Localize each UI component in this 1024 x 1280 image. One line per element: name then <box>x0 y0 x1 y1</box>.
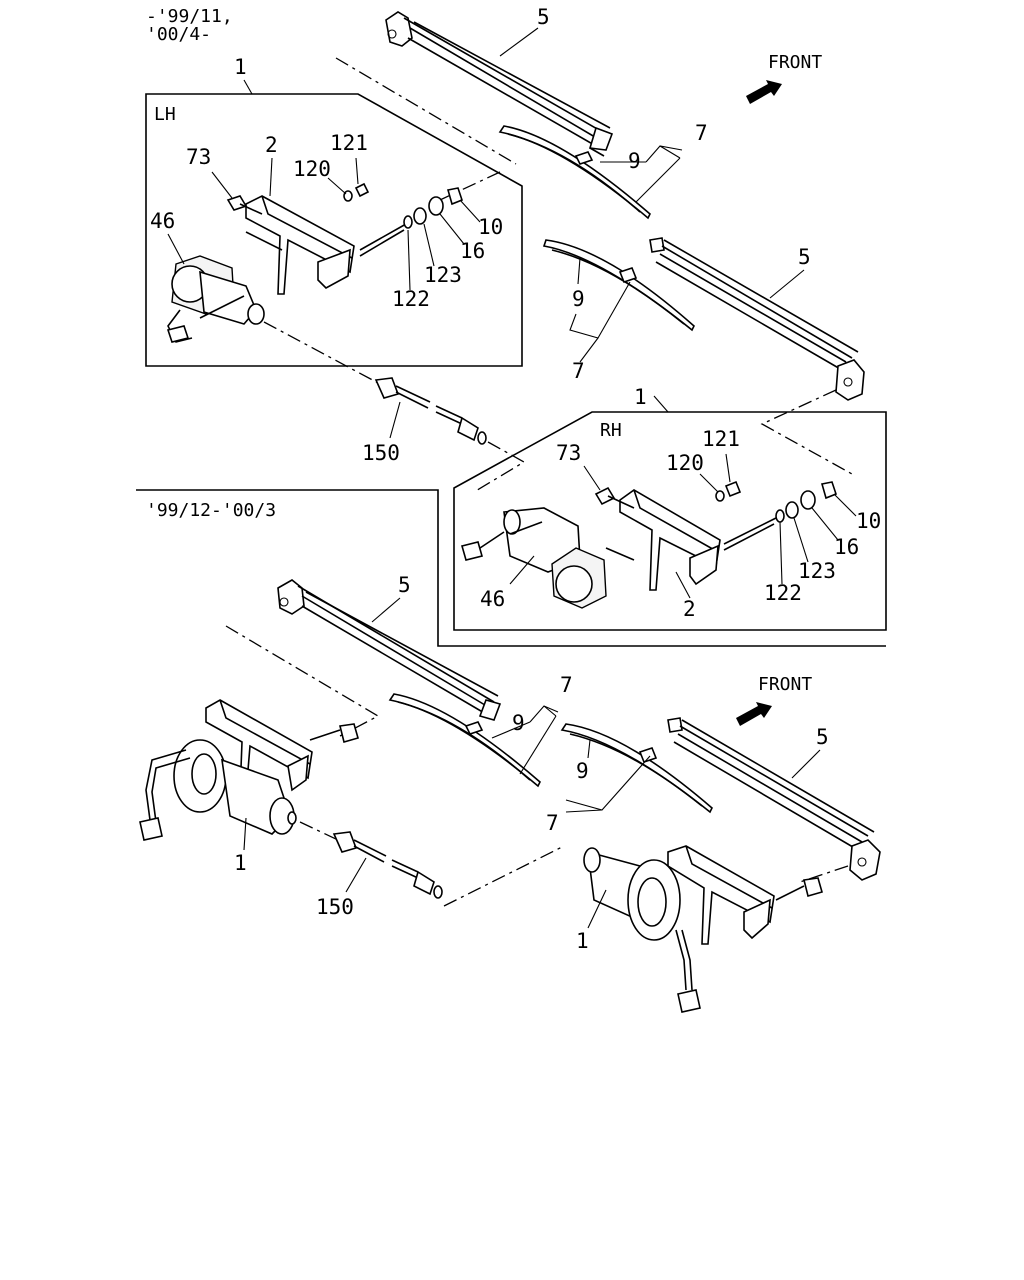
front-arrow-bottom: FRONT <box>736 674 812 726</box>
callout-top-blade-rh: 9 <box>572 287 585 311</box>
callout-top-washer-123-lh: 123 <box>424 263 462 287</box>
callout-top-blade-lh: 9 <box>628 149 641 173</box>
bottom-lh-motor <box>139 699 359 841</box>
top-lh-wiper-arm <box>385 11 614 157</box>
rh-spindle-hardware <box>715 480 837 551</box>
lh-bolt <box>226 195 263 215</box>
lh-motor <box>166 255 265 343</box>
top-lh-wiper-blade <box>498 125 651 220</box>
date-range-top-line2: '00/4- <box>146 24 211 45</box>
callout-bottom-blade-group-lh: 7 <box>560 673 573 697</box>
callout-bottom-motor-lh: 1 <box>234 851 247 875</box>
front-arrow-icon <box>746 80 782 104</box>
callout-top-assembly-rh: 1 <box>634 385 647 409</box>
rh-box-label: RH <box>600 420 622 441</box>
callout-top-nut-10-rh: 10 <box>856 509 881 533</box>
lh-bracket <box>245 195 355 295</box>
callout-top-arm-rh: 5 <box>798 245 811 269</box>
callout-top-nut-121-lh: 121 <box>330 131 368 155</box>
callout-top-washer-120-rh: 120 <box>666 451 704 475</box>
bottom-link-rod <box>332 831 443 899</box>
rh-bolt <box>594 486 635 509</box>
callout-top-motor-lh: 46 <box>150 209 175 233</box>
callout-bottom-blade-lh: 9 <box>512 711 525 735</box>
callout-top-blade-group-lh: 7 <box>695 121 708 145</box>
callout-top-washer-122-lh: 122 <box>392 287 430 311</box>
bottom-lh-wiper-arm <box>277 579 502 721</box>
callout-top-bolt-lh: 73 <box>186 145 211 169</box>
bottom-rh-motor <box>583 845 823 1013</box>
callout-top-washer-123-rh: 123 <box>798 559 836 583</box>
lh-assembly-box: LH <box>145 93 523 367</box>
front-label-bottom: FRONT <box>758 674 812 695</box>
top-link-rod <box>374 377 487 445</box>
top-rh-wiper-arm <box>649 237 865 401</box>
callout-top-bush-16-lh: 16 <box>460 239 485 263</box>
callout-bottom-motor-rh: 1 <box>576 929 589 953</box>
rh-assembly-box: RH <box>453 411 887 631</box>
rh-motor <box>461 507 607 609</box>
date-range-top-line1: -'99/11, <box>146 6 233 27</box>
callout-bottom-blade-group-rh: 7 <box>546 811 559 835</box>
callout-top-bush-16-rh: 16 <box>834 535 859 559</box>
callout-top-bracket-lh: 2 <box>265 133 278 157</box>
callout-top-link-150: 150 <box>362 441 400 465</box>
callout-top-blade-group-rh: 7 <box>572 359 585 383</box>
top-rh-wiper-blade <box>542 239 695 332</box>
front-arrow-top: FRONT <box>746 52 822 104</box>
callout-bottom-link-150: 150 <box>316 895 354 919</box>
section-divider <box>136 489 886 647</box>
callout-top-arm-lh: 5 <box>537 5 550 29</box>
bottom-lh-wiper-blade <box>388 693 541 788</box>
callout-top-washer-122-rh: 122 <box>764 581 802 605</box>
lh-spindle-hardware <box>343 182 463 257</box>
callout-top-nut-10-lh: 10 <box>478 215 503 239</box>
callout-top-bolt-rh: 73 <box>556 441 581 465</box>
callout-top-assembly-lh: 1 <box>234 55 247 79</box>
callout-bottom-arm-rh: 5 <box>816 725 829 749</box>
front-label-top: FRONT <box>768 52 822 73</box>
callout-top-nut-121-rh: 121 <box>702 427 740 451</box>
callout-bottom-arm-lh: 5 <box>398 573 411 597</box>
front-arrow-icon <box>736 702 772 726</box>
bottom-rh-wiper-arm <box>667 717 881 881</box>
bottom-rh-wiper-blade <box>560 723 713 814</box>
callout-top-bracket-rh: 2 <box>683 597 696 621</box>
callout-top-washer-120-lh: 120 <box>293 157 331 181</box>
rh-bracket <box>605 489 721 591</box>
callout-top-motor-rh: 46 <box>480 587 505 611</box>
callout-bottom-blade-rh: 9 <box>576 759 589 783</box>
lh-box-label: LH <box>154 104 176 125</box>
date-range-bottom: '99/12-'00/3 <box>146 500 276 521</box>
